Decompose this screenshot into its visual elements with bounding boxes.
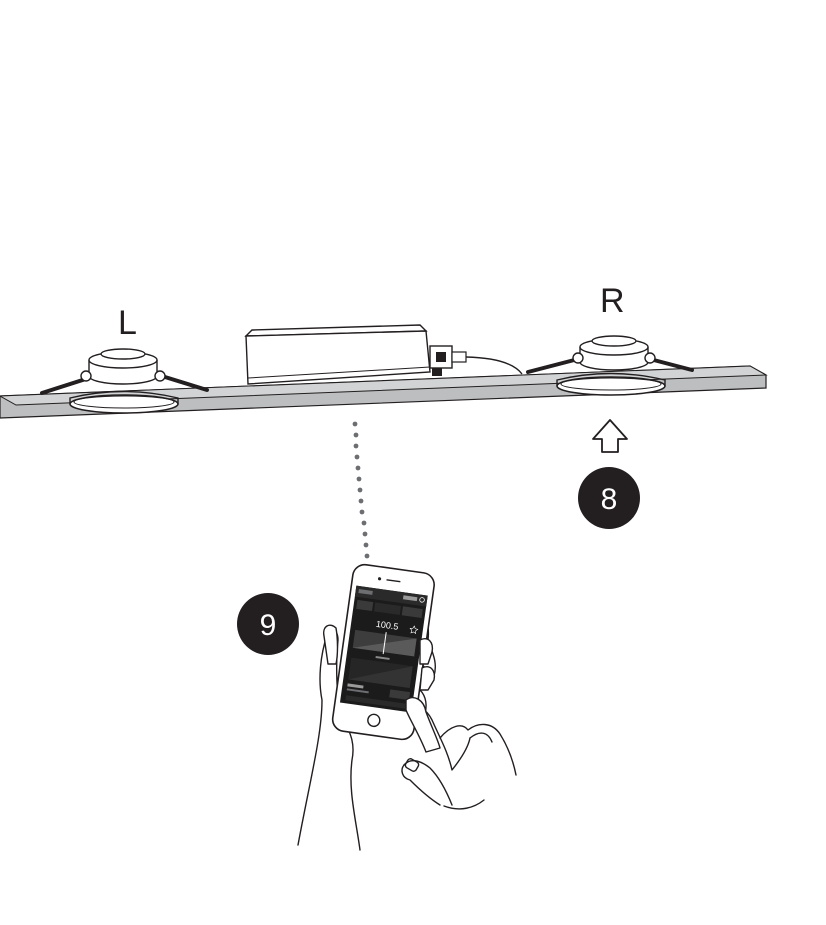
step-8-number: 8 — [601, 483, 618, 516]
left-speaker-label: L — [118, 304, 137, 342]
wireless-signal-dots — [352, 421, 370, 559]
amplifier-unit — [244, 324, 523, 385]
app-screen: 100.5 — [339, 585, 428, 713]
step-9-badge: 9 — [237, 593, 299, 655]
screen-readout: 100.5 — [375, 619, 399, 632]
star-icon[interactable] — [409, 625, 419, 635]
step-9-number: 9 — [260, 609, 277, 642]
home-button[interactable] — [367, 713, 381, 728]
power-icon[interactable] — [419, 597, 425, 603]
right-speaker — [526, 335, 694, 396]
arrow-up-outline-icon — [592, 419, 628, 453]
left-speaker — [40, 348, 209, 414]
right-speaker-label: R — [600, 282, 625, 320]
step-8-badge: 8 — [578, 467, 640, 529]
smartphone: 100.5 — [322, 563, 441, 753]
